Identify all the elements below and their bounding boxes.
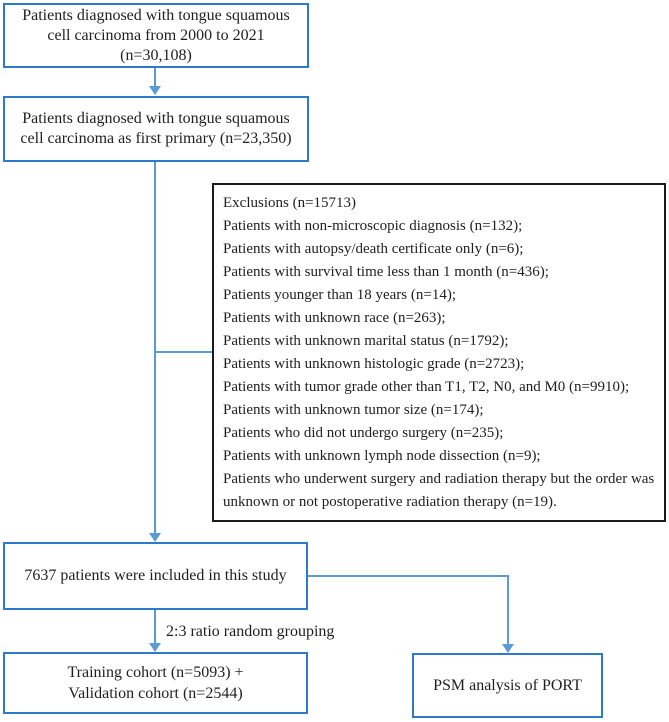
exclusion-item: Patients who did not undergo surgery (n=… xyxy=(223,425,504,441)
exclusion-item: Patients with unknown marital status (n=… xyxy=(223,333,509,349)
box-training-validation: Training cohort (n=5093) + Validation co… xyxy=(3,652,308,714)
exclusion-item: Patients who underwent surgery and radia… xyxy=(223,471,655,510)
exclusion-item: Patients with unknown race (n=263); xyxy=(223,310,446,326)
connector-to-exclusions-line xyxy=(156,351,212,353)
box-training-validation-text: Training cohort (n=5093) + Validation co… xyxy=(67,664,244,702)
box-first-primary-text: Patients diagnosed with tongue squamous … xyxy=(20,110,292,147)
exclusion-item: Patients with unknown tumor size (n=174)… xyxy=(223,402,484,418)
exclusion-item: Patients with unknown lymph node dissect… xyxy=(223,448,541,464)
box-initial-cohort-text: Patients diagnosed with tongue squamous … xyxy=(22,6,290,64)
box-included-patients-text: 7637 patients were included in this stud… xyxy=(24,567,287,584)
exclusion-item: Patients younger than 18 years (n=14); xyxy=(223,287,456,303)
exclusions-box: Exclusions (n=15713) Patients with non-m… xyxy=(212,183,666,522)
box-included-patients: 7637 patients were included in this stud… xyxy=(3,542,308,610)
box-first-primary: Patients diagnosed with tongue squamous … xyxy=(3,96,309,162)
arrow-down-icon xyxy=(149,643,161,652)
grouping-ratio-label: 2:3 ratio random grouping xyxy=(166,623,335,640)
box-initial-cohort: Patients diagnosed with tongue squamous … xyxy=(3,3,309,68)
exclusion-item: Patients with non-microscopic diagnosis … xyxy=(223,218,523,234)
exclusion-item: Patients with unknown histologic grade (… xyxy=(223,356,525,372)
exclusion-item: Patients with tumor grade other than T1,… xyxy=(223,379,630,395)
arrow-down-icon xyxy=(149,533,161,542)
exclusion-item: Patients with autopsy/death certificate … xyxy=(223,241,524,257)
connector-initial-to-primary-line xyxy=(154,68,156,87)
exclusions-list: Patients with non-microscopic diagnosis … xyxy=(223,215,660,514)
box-psm-analysis: PSM analysis of PORT xyxy=(412,653,603,718)
arrow-down-icon xyxy=(502,644,514,653)
exclusion-item: Patients with survival time less than 1 … xyxy=(223,264,549,280)
connector-included-to-training-line xyxy=(154,610,156,644)
connector-included-to-psm-vline xyxy=(507,575,509,645)
box-psm-analysis-text: PSM analysis of PORT xyxy=(433,676,582,694)
exclusions-title: Exclusions (n=15713) xyxy=(223,195,357,211)
connector-included-to-psm-hline xyxy=(308,575,508,577)
arrow-down-icon xyxy=(149,86,161,95)
connector-primary-to-included-line xyxy=(154,162,156,534)
